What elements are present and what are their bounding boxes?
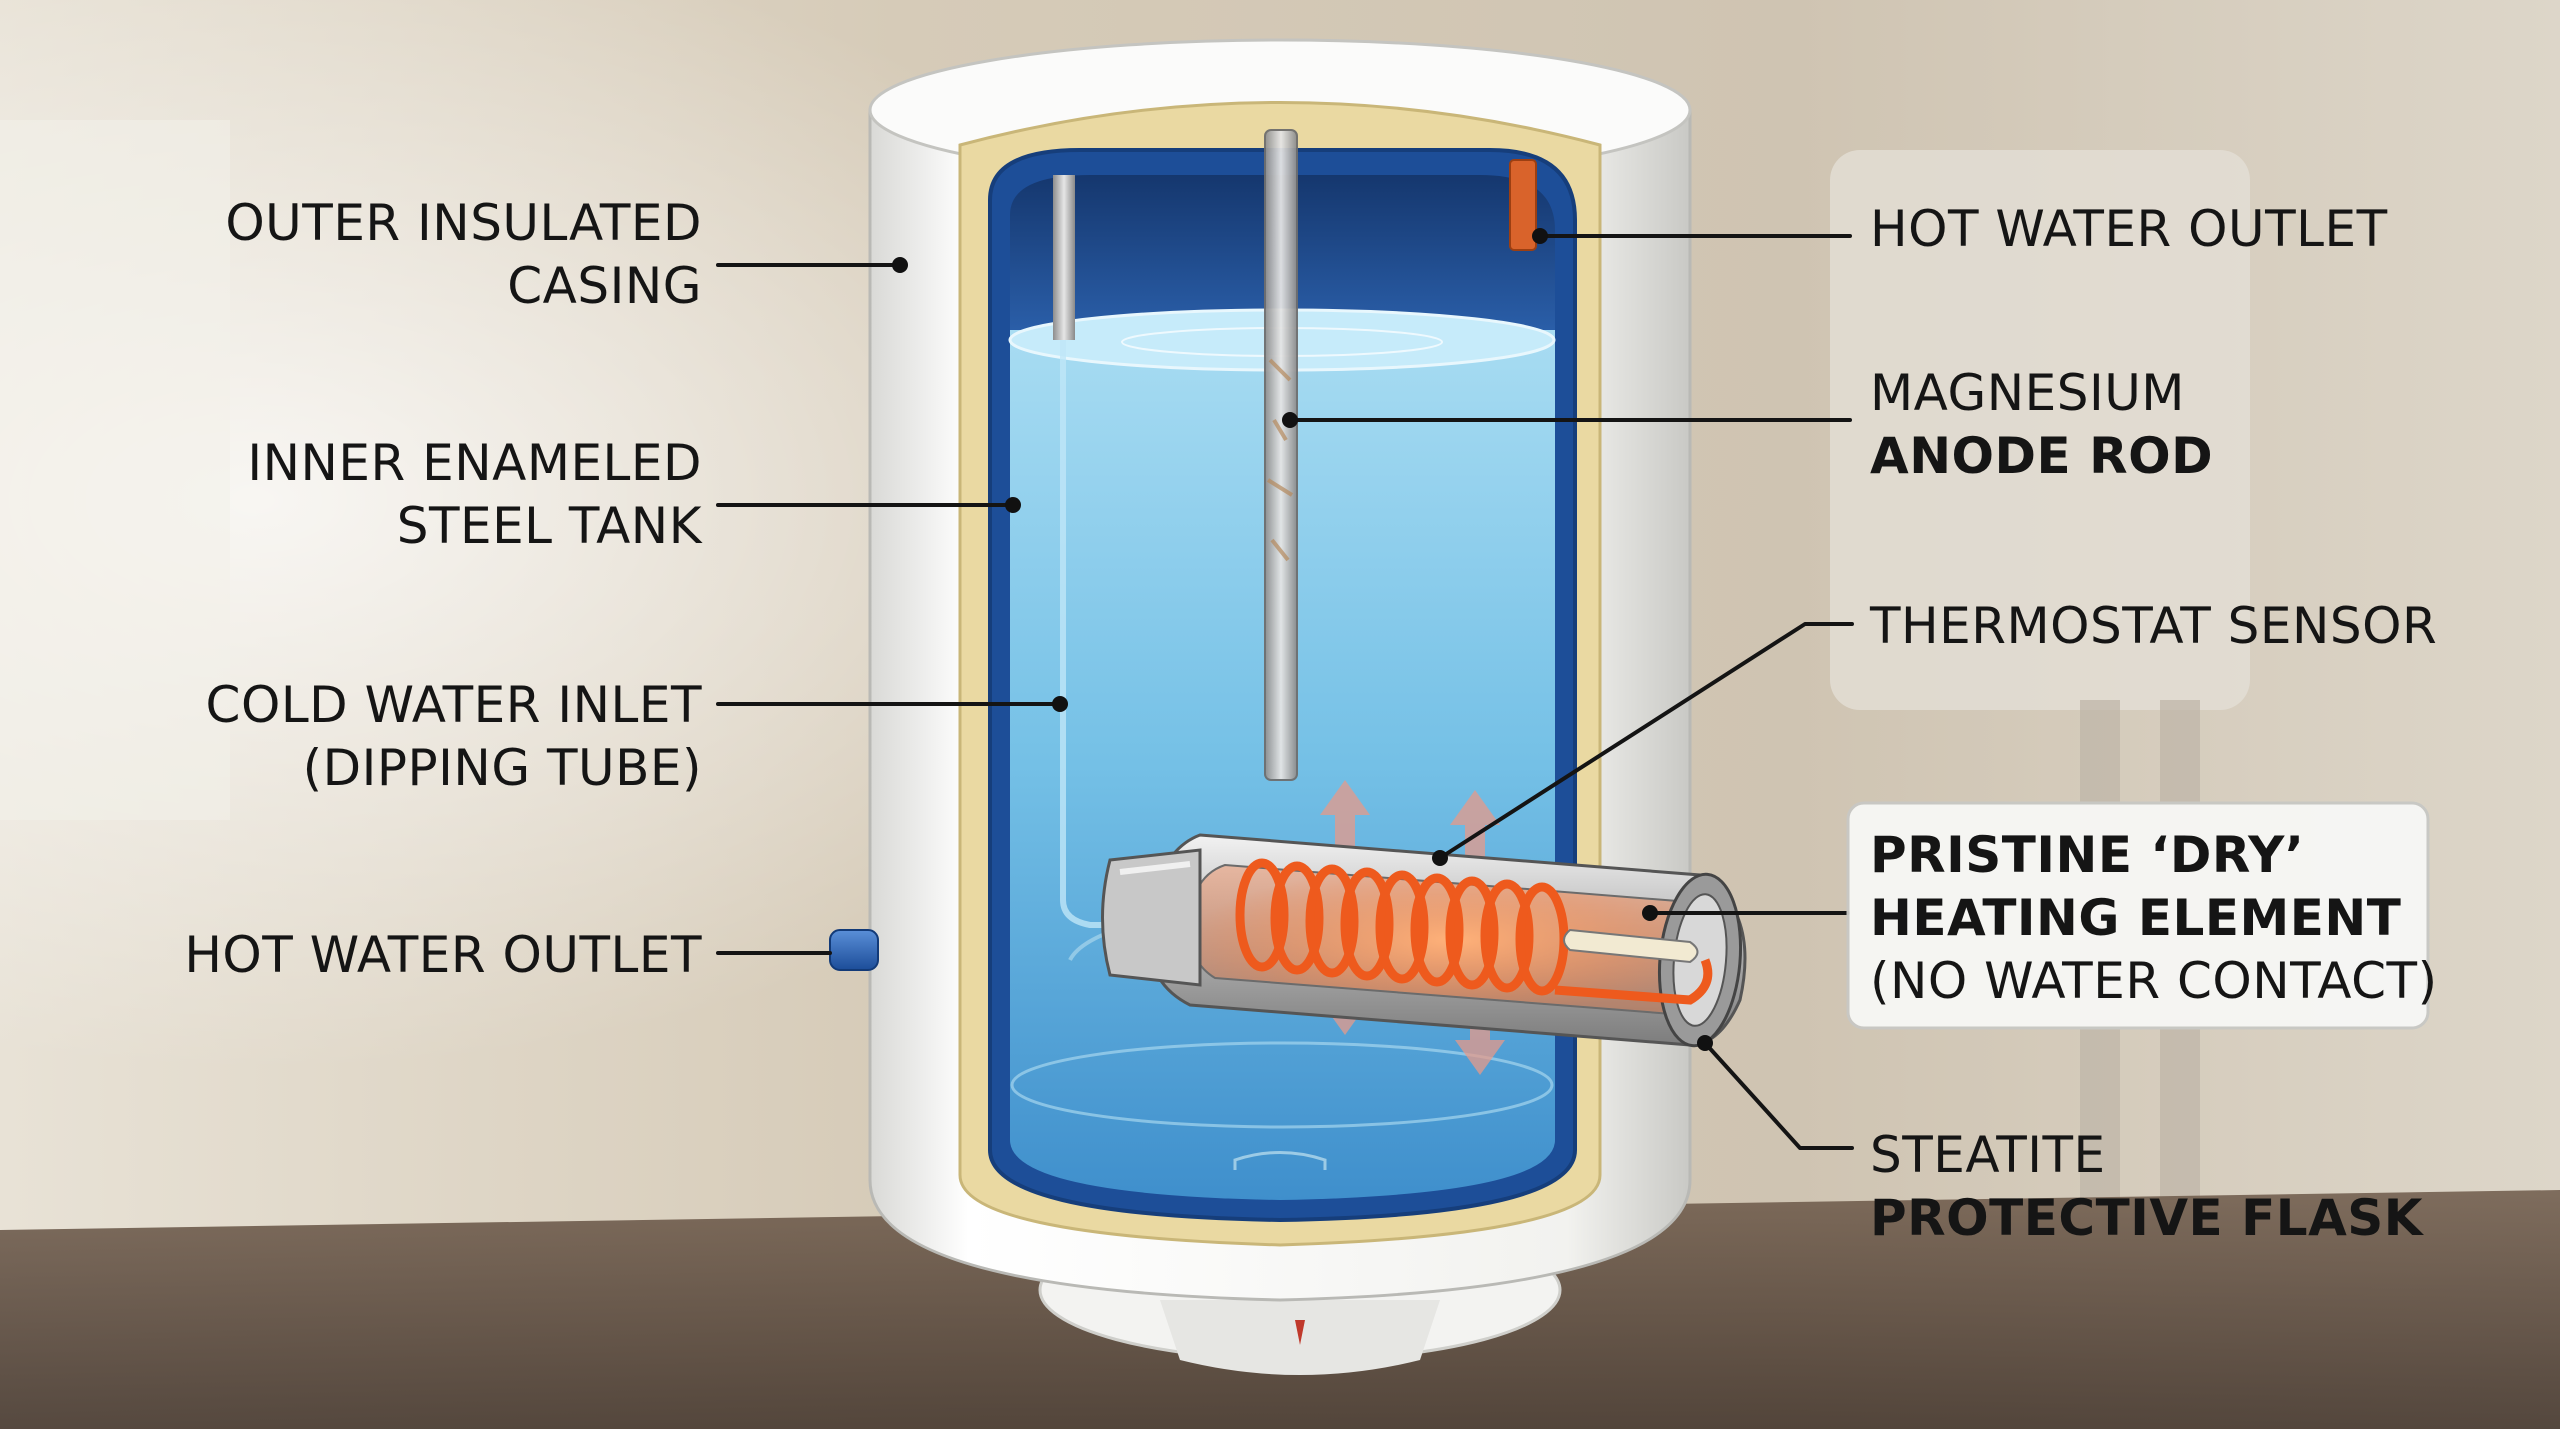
label-heating-element-line3: (NO WATER CONTACT) bbox=[1870, 952, 2438, 1010]
label-outer-casing-line2: CASING bbox=[507, 257, 702, 315]
label-hot-outlet-left: HOT WATER OUTLET bbox=[184, 926, 702, 984]
label-cold-inlet-line2: (DIPPING TUBE) bbox=[303, 739, 702, 797]
leader-lines bbox=[716, 228, 1854, 1150]
label-inner-tank-line1: INNER ENAMELED bbox=[247, 434, 702, 492]
cold-inlet-tube bbox=[1053, 175, 1075, 340]
label-inner-tank-line2: STEEL TANK bbox=[397, 497, 703, 555]
label-outer-casing-line1: OUTER INSULATED bbox=[225, 194, 702, 252]
label-hot-outlet-right: HOT WATER OUTLET bbox=[1870, 200, 2388, 258]
water-heater bbox=[829, 38, 1692, 1375]
label-thermostat: THERMOSTAT SENSOR bbox=[1869, 597, 2437, 655]
thermostat-probe bbox=[1563, 928, 1699, 964]
anode-rod bbox=[1264, 129, 1298, 781]
label-flask-line2: PROTECTIVE FLASK bbox=[1870, 1189, 2425, 1247]
side-outlet-pipe bbox=[829, 929, 879, 971]
hot-outlet-pipe bbox=[1509, 159, 1537, 251]
label-anode-line2: ANODE ROD bbox=[1870, 427, 2213, 485]
label-anode-line1: MAGNESIUM bbox=[1870, 364, 2185, 422]
label-cold-inlet-line1: COLD WATER INLET bbox=[206, 676, 702, 734]
heating-coil bbox=[1235, 858, 1713, 1005]
label-flask-line1: STEATITE bbox=[1870, 1126, 2106, 1184]
label-heating-element-line2: HEATING ELEMENT bbox=[1870, 889, 2401, 947]
heating-element-callout-box bbox=[1846, 801, 2430, 1030]
label-heating-element-line1: PRISTINE ‘DRY’ bbox=[1870, 826, 2304, 884]
